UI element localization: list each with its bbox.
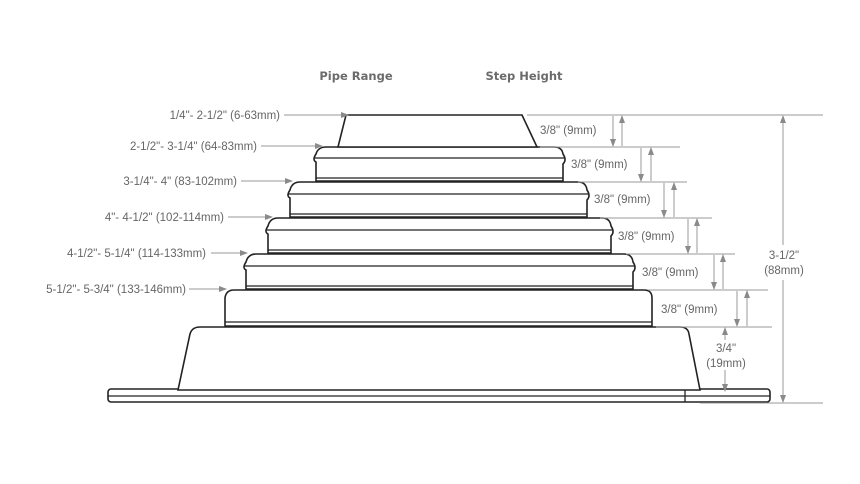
flashing-body: [107, 114, 771, 403]
base-height-label: 3/4": [716, 343, 736, 355]
pipe-range-label: 3-1/4"- 4" (83-102mm): [123, 176, 237, 188]
pipe-range-header: Pipe Range: [319, 69, 392, 83]
step-height-header: Step Height: [485, 69, 563, 83]
step-height-label: 3/8" (9mm): [540, 125, 597, 137]
dimension-lines: [527, 114, 823, 404]
pipe-range-label: 2-1/2"- 3-1/4" (64-83mm): [130, 141, 257, 153]
pipe-range-labels: 1/4"- 2-1/2" (6-63mm) 2-1/2"- 3-1/4" (64…: [46, 110, 349, 296]
pipe-range-label: 5-1/2"- 5-3/4" (133-146mm): [46, 284, 186, 296]
step-height-label: 3/8" (9mm): [618, 231, 675, 243]
step-height-label: 3/8" (9mm): [661, 304, 718, 316]
pipe-range-label: 4-1/2"- 5-1/4" (114-133mm): [67, 248, 206, 260]
step-height-label: 3/8" (9mm): [594, 194, 651, 206]
pipe-range-label: 4"- 4-1/2" (102-114mm): [105, 212, 224, 224]
step-height-labels: 3/8" (9mm) 3/8" (9mm) 3/8" (9mm) 3/8" (9…: [540, 125, 804, 370]
pipe-range-label: 1/4"- 2-1/2" (6-63mm): [170, 110, 281, 122]
step-height-label: 3/8" (9mm): [571, 159, 628, 171]
total-height-label-mm: (88mm): [764, 265, 804, 277]
base-height-label-mm: (19mm): [706, 358, 746, 370]
step-height-label: 3/8" (9mm): [642, 267, 699, 279]
total-height-label: 3-1/2": [769, 250, 799, 262]
